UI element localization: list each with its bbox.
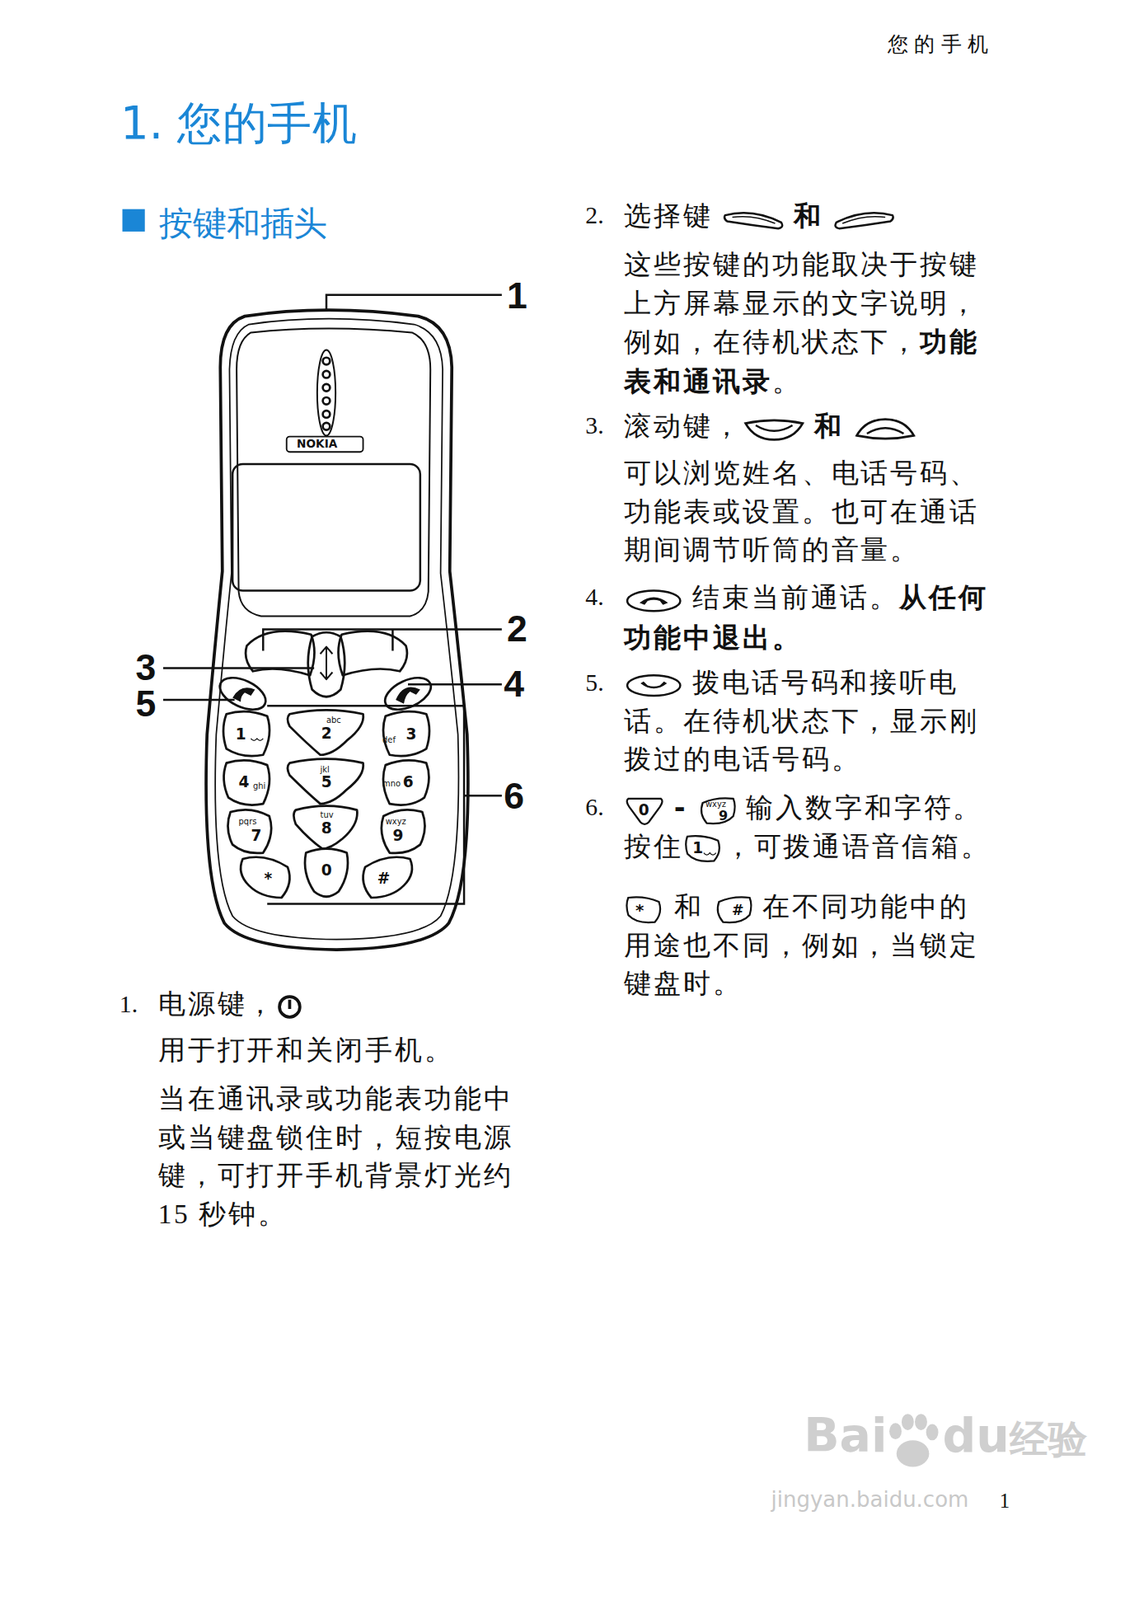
list-item: 5. 拨电话号码和接听电话。在待机状态下，显示刚拨过的电话号码。	[623, 664, 994, 779]
item-heading: 电源键，	[158, 988, 277, 1019]
end-key-icon	[623, 588, 684, 614]
key-hash-icon: #	[712, 894, 754, 925]
key-letters: wxyz	[705, 800, 727, 809]
scroll-up-icon	[853, 417, 917, 442]
key-letters: jkl	[320, 765, 330, 774]
list-item: 4. 结束当前通话。从任何功能中退出。	[623, 578, 994, 657]
item-number: 5.	[585, 664, 604, 703]
watermark-paw	[889, 1413, 938, 1467]
send-key-icon	[623, 672, 684, 698]
key-label: #	[377, 871, 391, 887]
section-square	[122, 209, 146, 232]
chapter-title: 1. 您的手机	[120, 93, 357, 155]
key-label: 0	[638, 802, 650, 819]
key-letters: pqrs	[239, 817, 258, 826]
item-text: 可以浏览姓名、电话号码、功能表或设置。也可在通话期间调节听筒的音量。	[623, 454, 994, 570]
callout-number: 5	[135, 685, 157, 723]
item-number: 3.	[585, 407, 604, 446]
item-number: 1.	[119, 984, 138, 1023]
key-label: 6	[403, 774, 414, 791]
callout-number: 1	[506, 277, 528, 315]
key-letters: abc	[326, 717, 342, 726]
item-text: 当在通讯录或功能表功能中或当键盘锁住时，短按电源键，可打开手机背景灯光约 15 …	[158, 1080, 528, 1234]
item-number: 2.	[585, 196, 604, 235]
item-heading: 滚动键，	[623, 411, 743, 442]
item-text: 拨电话号码和接听电话。在待机状态下，显示刚拨过的电话号码。	[623, 666, 980, 774]
watermark: 经验	[1009, 1413, 1088, 1466]
scroll-down-icon	[742, 417, 807, 442]
connector-word: 和	[793, 200, 824, 232]
key-label: *	[635, 902, 644, 919]
key-label: 5	[321, 774, 333, 791]
watermark: du	[942, 1407, 1009, 1463]
key-letters: ghi	[253, 782, 266, 791]
connector-word: 和	[814, 409, 844, 441]
connector-word: 和	[674, 891, 704, 923]
list-item: 1. 电源键，	[158, 984, 528, 1023]
callout-number: 6	[503, 778, 525, 816]
soft-key-icon	[832, 206, 896, 232]
key-label: 4	[239, 774, 250, 791]
item-number: 4.	[585, 578, 604, 617]
key-label: 8	[321, 820, 333, 837]
key-star-icon: *	[623, 894, 666, 925]
range-dash: -	[674, 791, 688, 823]
key-nine-icon: wxyz9	[696, 795, 738, 826]
key-label: 0	[321, 862, 333, 879]
power-icon	[276, 993, 303, 1020]
callout-number: 3	[135, 649, 157, 687]
key-zero-icon: 0	[623, 795, 666, 826]
key-label: 3	[406, 726, 418, 743]
item-text: 输入数字和字符。	[745, 792, 983, 824]
item-text: 用于打开和关闭手机。	[158, 1031, 528, 1069]
item-number: 6.	[585, 788, 604, 827]
list-item: 2. 选择键 和	[623, 196, 994, 237]
key-label: 9	[718, 808, 728, 822]
punctuation: 。	[772, 365, 802, 397]
running-header: 您 的 手 机	[887, 30, 990, 58]
key-label: #	[731, 902, 745, 917]
watermark-url: jingyan.baidu.com	[771, 1486, 970, 1512]
section-heading: 按键和插头	[159, 201, 328, 248]
item-heading: 选择键	[623, 201, 713, 232]
watermark: Bai	[803, 1407, 887, 1463]
key-label: 9	[392, 828, 404, 844]
key-one-icon: 1	[683, 833, 725, 864]
item-text: ，可拨通语音信箱。	[724, 830, 991, 862]
key-letters: def	[382, 735, 396, 745]
key-letters: tuv	[320, 811, 334, 821]
list-item: 3. 滚动键， 和	[623, 407, 994, 447]
key-label: 1	[235, 726, 247, 743]
key-letters: wxyz	[385, 817, 407, 826]
list-item: * 和 # 在不同功能中的用途也不同，例如，当锁定键盘时。	[623, 888, 994, 1004]
item-text: 按住	[623, 830, 684, 862]
list-item: 6. 0 - wxyz9 输入数字和字符。 按住1，可拨通语音信箱。	[623, 788, 994, 867]
key-label: *	[264, 871, 273, 887]
item-text-block: 这些按键的功能取决于按键上方屏幕显示的文字说明，例如，在待机状态下，功能表和通讯…	[623, 245, 994, 401]
key-label: 7	[250, 828, 262, 844]
item-text: 结束当前通话。	[692, 582, 900, 614]
connector-word: 和	[653, 364, 684, 396]
key-label: 1	[692, 840, 704, 857]
page-number: 1	[999, 1489, 1010, 1513]
key-letters: mno	[382, 780, 401, 789]
brand-logo: NOKIA	[296, 438, 338, 450]
callout-number: 4	[503, 665, 525, 704]
ui-term: 通讯录	[683, 364, 773, 396]
key-label: 2	[321, 726, 333, 742]
soft-key-icon	[721, 206, 786, 232]
callout-number: 2	[506, 610, 528, 648]
